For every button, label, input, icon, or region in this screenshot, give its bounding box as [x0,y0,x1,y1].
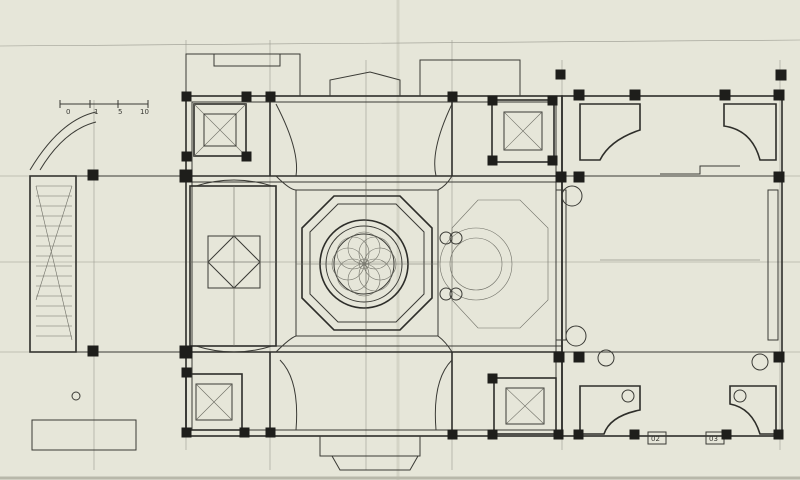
central-rotunda [295,180,439,346]
scale-bar: 0 1 5 10 [59,100,149,116]
main-hall-walls [185,53,563,471]
room-bottom-left [185,373,243,431]
scale-tick-label: 0 [66,108,70,116]
scale-tick-label: 1 [94,108,98,116]
hall-corner-curves [275,103,453,431]
left-staircase [29,111,180,451]
room-top-right [491,99,555,163]
scale-tick-label: 5 [118,108,122,116]
east-rotunda-faint [439,199,549,329]
room-top-left [193,103,247,157]
stamp-label: 03 [709,435,718,443]
stamp-label: 02 [651,435,660,443]
west-chamber [189,179,277,353]
room-bottom-right [493,377,557,435]
scale-tick-label: 10 [140,108,149,116]
column-markers [87,69,787,440]
right-wing [555,95,783,437]
